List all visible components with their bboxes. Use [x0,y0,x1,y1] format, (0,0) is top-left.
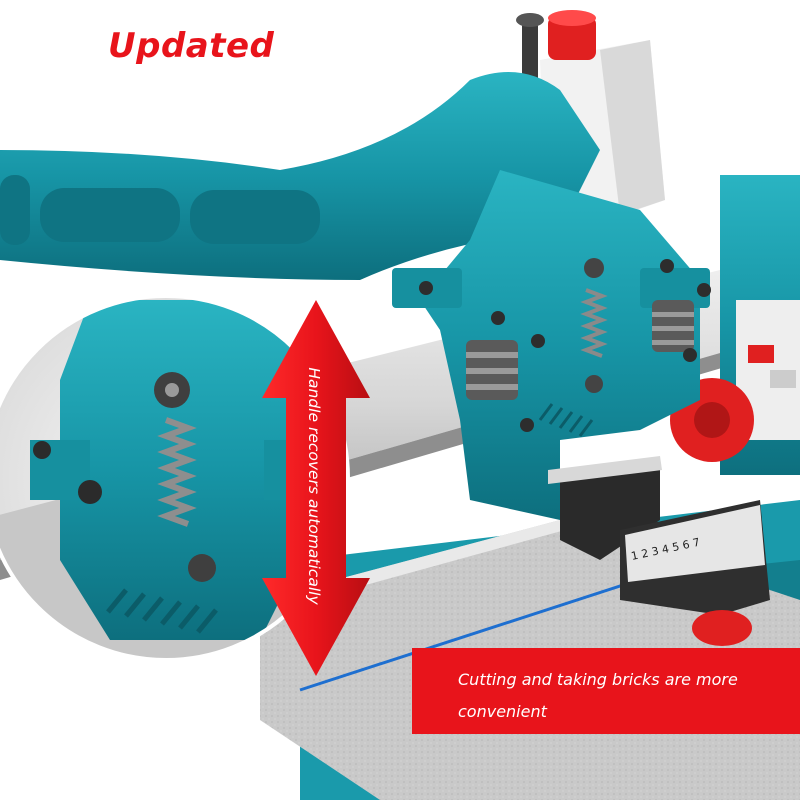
headline: Updated [108,26,275,66]
ruler-scale [625,505,765,582]
red-knob [548,16,596,60]
bearing-stack-right [652,300,694,352]
double-arrow [262,300,370,676]
cutter-head [420,170,700,520]
lock-pin [522,20,538,90]
bearing-stack-left [466,340,518,400]
zoom-detail-circle [0,294,350,662]
feature-banner: Cutting and taking bricks are more conve… [412,648,800,734]
arrow-label: Handle recovers automatically [305,367,323,605]
return-spring [580,288,608,358]
banner-text: Cutting and taking bricks are more conve… [458,670,738,721]
